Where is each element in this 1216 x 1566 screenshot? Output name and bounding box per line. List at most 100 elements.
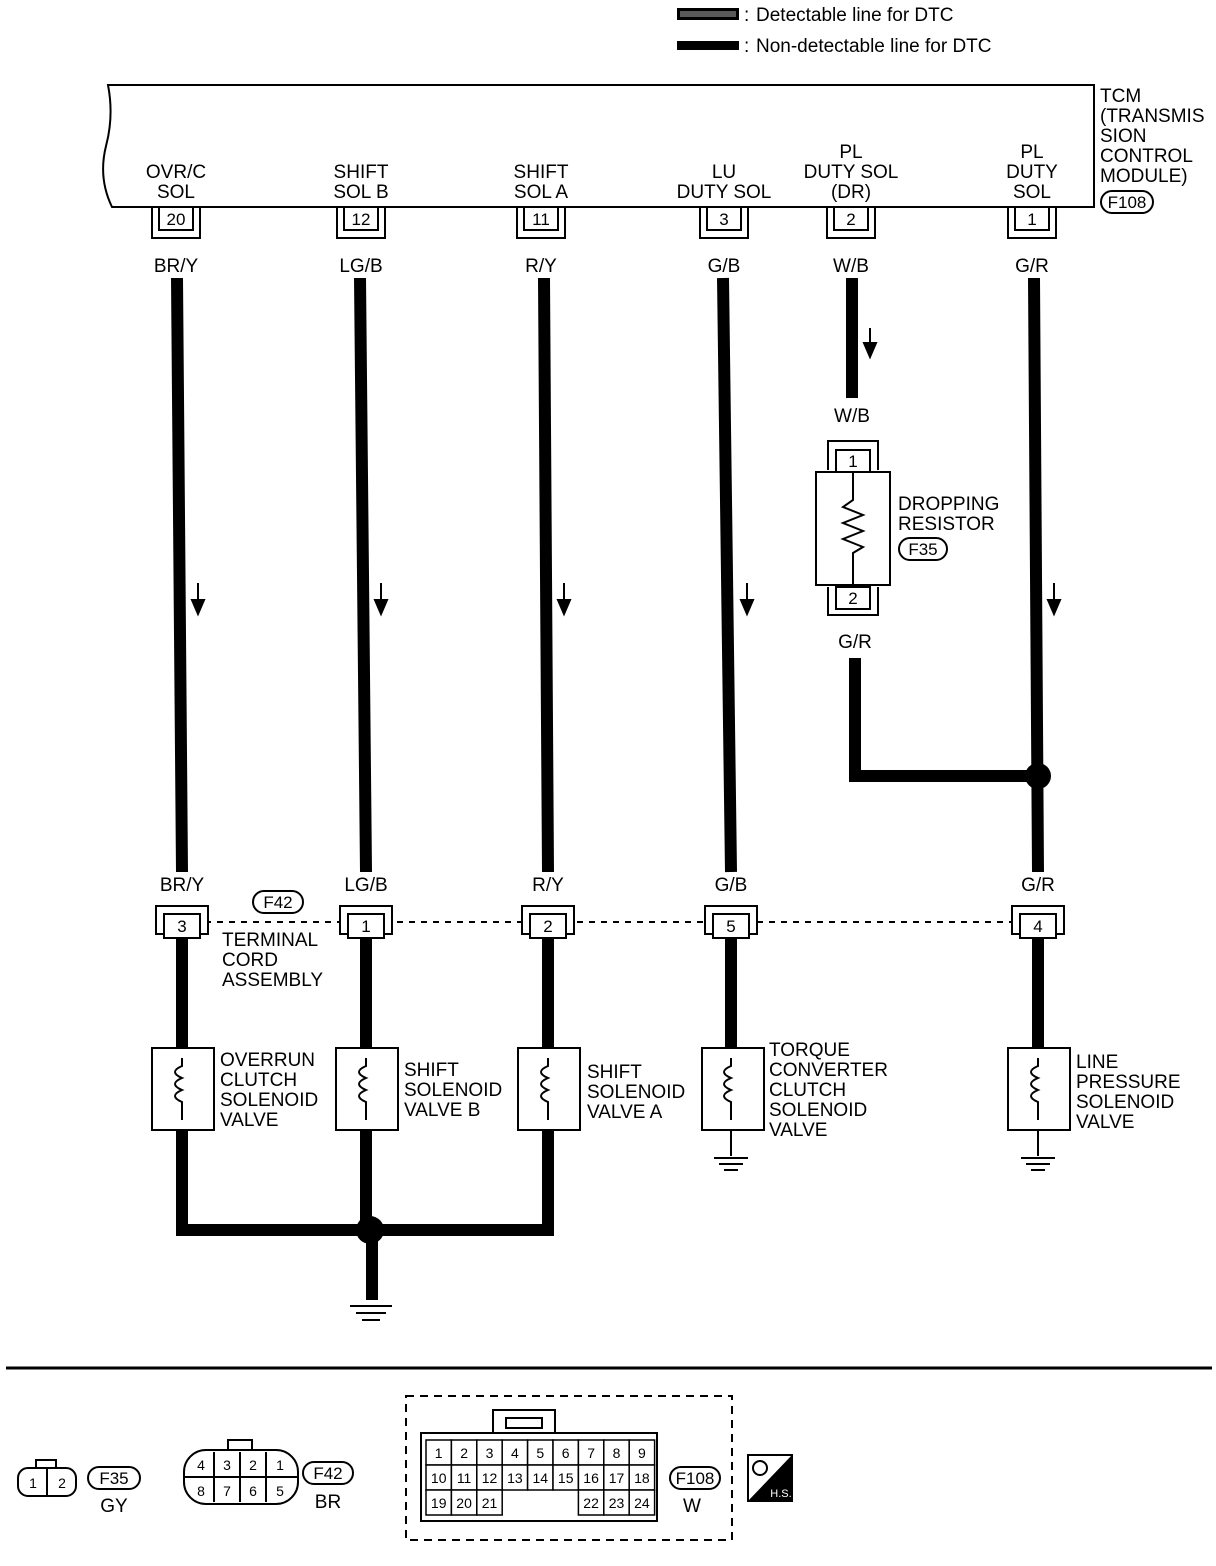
arrow-down-icon: [739, 583, 755, 617]
f108-pin-2-label: 2: [460, 1445, 468, 1461]
svg-text:PRESSURE: PRESSURE: [1076, 1072, 1181, 1093]
cord-pin-5: 5: [704, 905, 758, 939]
f108-view-id: F108: [676, 1469, 715, 1488]
f108-pin-17-label: 17: [609, 1470, 625, 1486]
tcm-pin-20: 20: [151, 206, 201, 239]
resistor-connector-id: F35: [908, 540, 937, 559]
resistor-out-wire: G/R: [838, 632, 872, 653]
tcm-term-3-name-1: LU: [712, 162, 736, 183]
svg-text:VALVE: VALVE: [220, 1110, 278, 1131]
f108-pin-14: [526, 1464, 554, 1491]
svg-text:SHIFT: SHIFT: [404, 1060, 459, 1081]
svg-text:2: 2: [249, 1457, 257, 1473]
splice-point-gr: [1025, 763, 1051, 789]
coil-icon: [358, 1058, 369, 1120]
terminal-cord-assembly: F42 TERMINAL CORD ASSEMBLY BR/Y LG/B R/Y…: [155, 875, 1065, 991]
legend: : Detectable line for DTC : Non-detectab…: [677, 5, 992, 57]
solenoid-torque-converter-clutch: TORQUE CONVERTER CLUTCH SOLENOID VALVE: [701, 1040, 888, 1141]
svg-text:TORQUE: TORQUE: [769, 1040, 850, 1061]
tcm-term-2-name-2: DUTY SOL: [804, 162, 899, 183]
f108-pin-1-label: 1: [435, 1445, 443, 1461]
ground-icon: [350, 1305, 392, 1321]
terminal-cord-name-2: CORD: [222, 950, 278, 971]
tcm-term-11-name-2: SOL A: [514, 182, 569, 203]
cord-pin-2: 2: [521, 905, 575, 939]
tcm-pin-12: 12: [336, 206, 386, 239]
svg-text:1: 1: [29, 1475, 37, 1491]
svg-text:1: 1: [1027, 210, 1036, 229]
flow-arrows: [190, 328, 1062, 617]
dropping-resistor: W/B 1 2 G/R DROPPING RESISTOR F35: [815, 406, 999, 653]
coil-icon: [174, 1058, 185, 1120]
wire-color-bry: BR/Y: [154, 256, 199, 277]
tcm-title-1: TCM: [1100, 86, 1141, 107]
connector-view-f35: 1 2 F35 GY: [17, 1459, 141, 1517]
f108-pin-18-label: 18: [634, 1470, 650, 1486]
f35-view-id: F35: [99, 1469, 128, 1488]
ground-icon: [1021, 1157, 1055, 1171]
f108-pin-4-label: 4: [511, 1445, 519, 1461]
tcm-term-20-name-1: OVR/C: [146, 162, 206, 183]
tcm-terminal-pins: 20 12 11 3 2 1: [151, 206, 1057, 239]
legend-detectable-text: Detectable line for DTC: [756, 5, 953, 26]
tcm-term-2-name-1: PL: [839, 142, 862, 163]
f108-pin-24: [628, 1489, 656, 1516]
legend-detectable-prefix: :: [744, 5, 749, 26]
f108-pin-21: [476, 1489, 503, 1516]
f108-pin-6-label: 6: [562, 1445, 570, 1461]
f35-view-color: GY: [100, 1496, 128, 1517]
svg-text:VALVE: VALVE: [769, 1120, 827, 1141]
svg-text:8: 8: [197, 1483, 205, 1499]
coil-icon: [1030, 1058, 1041, 1120]
svg-text:SOLENOID: SOLENOID: [220, 1090, 318, 1111]
resistor-in-wire: W/B: [834, 406, 870, 427]
resistor-name-1: DROPPING: [898, 494, 999, 515]
f108-pin-8-label: 8: [613, 1445, 621, 1461]
coil-icon: [723, 1058, 734, 1120]
tcm-term-12-name-1: SHIFT: [334, 162, 389, 183]
svg-text:VALVE B: VALVE B: [404, 1100, 480, 1121]
tcm-pin-1: 1: [1007, 206, 1057, 239]
svg-text:VALVE A: VALVE A: [587, 1102, 663, 1123]
svg-text:SOLENOID: SOLENOID: [404, 1080, 502, 1101]
svg-text:1: 1: [361, 917, 370, 936]
resistor-zigzag-icon: [840, 472, 866, 585]
f108-pin-12-label: 12: [482, 1470, 498, 1486]
arrow-down-icon: [190, 583, 206, 617]
svg-text:SOLENOID: SOLENOID: [587, 1082, 685, 1103]
tcm-pin-2: 2: [826, 206, 876, 239]
ground-icon: [714, 1157, 748, 1171]
f108-pin-6: [552, 1439, 580, 1466]
f108-pin-7-label: 7: [587, 1445, 595, 1461]
tcm-wire-colors: BR/Y LG/B R/Y G/B W/B G/R: [154, 256, 1049, 277]
svg-text:20: 20: [167, 210, 186, 229]
wire-color-gr: G/R: [1015, 256, 1049, 277]
f108-pin-23: [603, 1489, 630, 1516]
cord-wire-gb: G/B: [715, 875, 748, 896]
svg-text:LINE: LINE: [1076, 1052, 1118, 1073]
f108-pin-10-label: 10: [431, 1470, 447, 1486]
tcm-title-2: (TRANSMIS: [1100, 106, 1205, 127]
terminal-cord-name-3: ASSEMBLY: [222, 970, 323, 991]
f108-pin-19-label: 19: [431, 1495, 447, 1511]
tcm-title-5: MODULE): [1100, 166, 1188, 187]
coil-icon: [540, 1058, 551, 1120]
svg-text:12: 12: [352, 210, 371, 229]
detectable-line-swatch: [677, 8, 739, 20]
f108-pin-23-label: 23: [609, 1495, 625, 1511]
wire-color-wb: W/B: [833, 256, 869, 277]
tcm-term-1-name-1: PL: [1020, 142, 1043, 163]
f108-pin-9-label: 9: [638, 1445, 646, 1461]
f42-connector-badge: [252, 890, 304, 914]
svg-text:CLUTCH: CLUTCH: [769, 1080, 846, 1101]
tcm-connector-badge: [1100, 190, 1154, 214]
f108-pin-24-label: 24: [634, 1495, 650, 1511]
svg-text:7: 7: [223, 1483, 231, 1499]
legend-non-detectable-text: Non-detectable line for DTC: [756, 36, 992, 57]
svg-text:H.S.: H.S.: [770, 1488, 791, 1500]
tcm-term-2-name-3: (DR): [831, 182, 871, 203]
tcm-title-3: SION: [1100, 126, 1146, 147]
tcm-term-1-name-3: SOL: [1013, 182, 1051, 203]
harness-badge-icon: H.S.: [747, 1454, 793, 1502]
legend-non-detectable-prefix: :: [744, 36, 749, 57]
